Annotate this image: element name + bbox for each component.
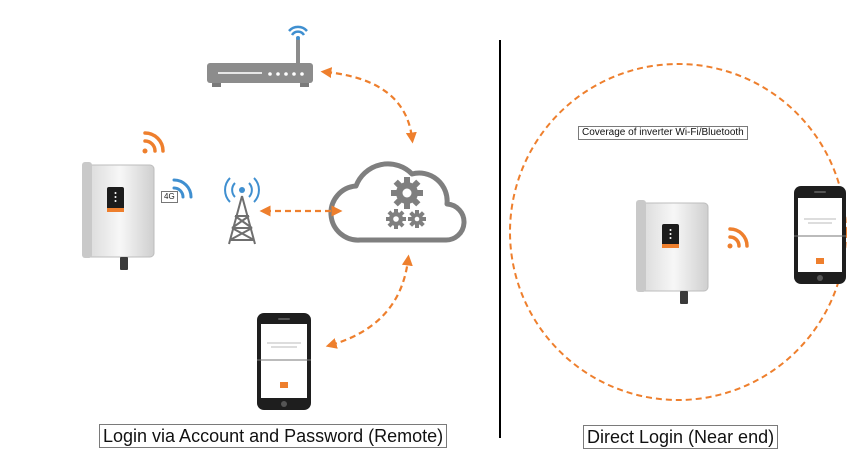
remote-login-caption: Login via Account and Password (Remote) xyxy=(99,424,448,448)
connection-arrows xyxy=(259,67,417,349)
cell-tower-icon xyxy=(224,177,260,245)
router-cloud-arrow xyxy=(320,67,417,144)
cellular-tag: 4G xyxy=(161,191,178,203)
router-icon xyxy=(207,25,313,87)
near-login-caption: Direct Login (Near end) xyxy=(583,425,779,449)
phone-cloud-arrow xyxy=(325,254,413,349)
wifi-signal-icon xyxy=(142,131,165,154)
coverage-label: Coverage of inverter Wi-Fi/Bluetooth xyxy=(578,126,748,140)
wifi-signal-icon xyxy=(727,227,749,249)
inverter-icon xyxy=(82,162,155,270)
smartphone-icon xyxy=(794,186,846,284)
cloud-gears-icon xyxy=(328,161,467,243)
smartphone-icon xyxy=(257,313,311,410)
inverter-icon xyxy=(636,200,709,304)
